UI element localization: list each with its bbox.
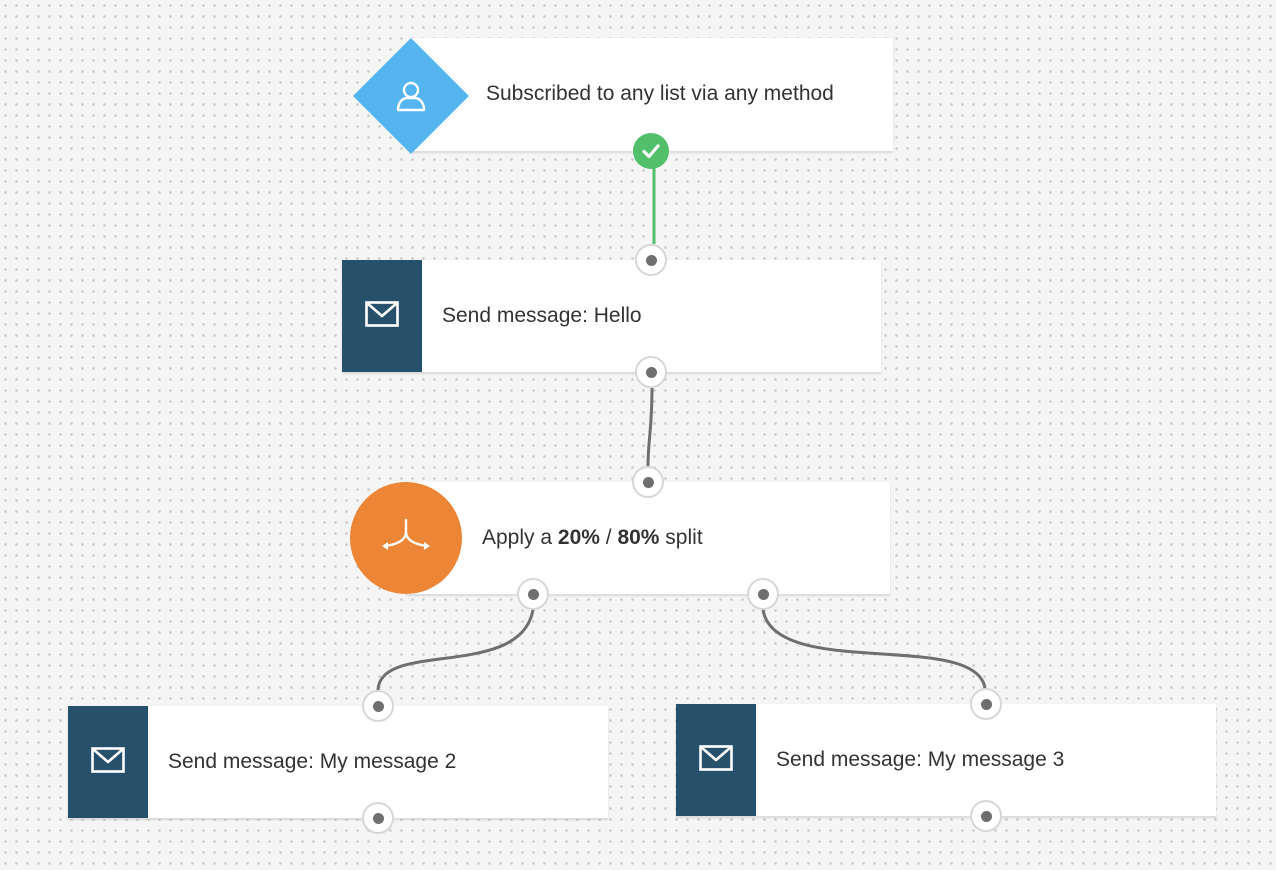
send-message-3-node[interactable]: Send message: My message 3	[676, 704, 1216, 817]
send-message-2-label: Send message: My message 2	[168, 750, 457, 773]
split-input-port[interactable]	[632, 466, 664, 498]
split-label-suffix: split	[659, 526, 703, 549]
split-node[interactable]: Apply a 20% / 80% split	[406, 482, 890, 595]
split-icon-circle[interactable]	[350, 482, 462, 594]
user-icon	[393, 78, 429, 114]
split-percent-a: 20%	[557, 526, 600, 549]
check-icon	[633, 133, 669, 169]
split-arrows-icon	[378, 516, 434, 561]
send-message-hello-label: Send message: Hello	[442, 304, 642, 327]
split-to-message2-connector	[376, 609, 535, 691]
envelope-icon	[699, 744, 733, 776]
send-message-2-node[interactable]: Send message: My message 2	[68, 706, 608, 819]
trigger-label: Subscribed to any list via any method	[486, 82, 834, 105]
split-label: Apply a 20% / 80% split	[482, 526, 703, 550]
message-icon-block	[68, 706, 148, 818]
message-icon-block	[342, 260, 422, 372]
message2-output-port[interactable]	[362, 802, 394, 834]
envelope-icon	[91, 746, 125, 778]
message2-input-port[interactable]	[362, 690, 394, 722]
send-message-hello-node[interactable]: Send message: Hello	[342, 260, 881, 373]
split-output-port-a[interactable]	[517, 578, 549, 610]
send-message-3-label: Send message: My message 3	[776, 748, 1065, 771]
split-output-port-b[interactable]	[747, 578, 779, 610]
envelope-icon	[365, 300, 399, 332]
message3-output-port[interactable]	[970, 800, 1002, 832]
message3-input-port[interactable]	[970, 688, 1002, 720]
trigger-icon-diamond[interactable]	[353, 38, 469, 154]
hello-input-port[interactable]	[635, 244, 667, 276]
split-percent-b: 80%	[617, 526, 660, 549]
split-label-prefix: Apply a	[482, 526, 558, 549]
split-to-message3-connector	[761, 609, 987, 689]
hello-output-port[interactable]	[635, 356, 667, 388]
message-icon-block	[676, 704, 756, 816]
hello-to-split-connector	[646, 387, 654, 467]
split-label-separator: /	[599, 526, 618, 549]
